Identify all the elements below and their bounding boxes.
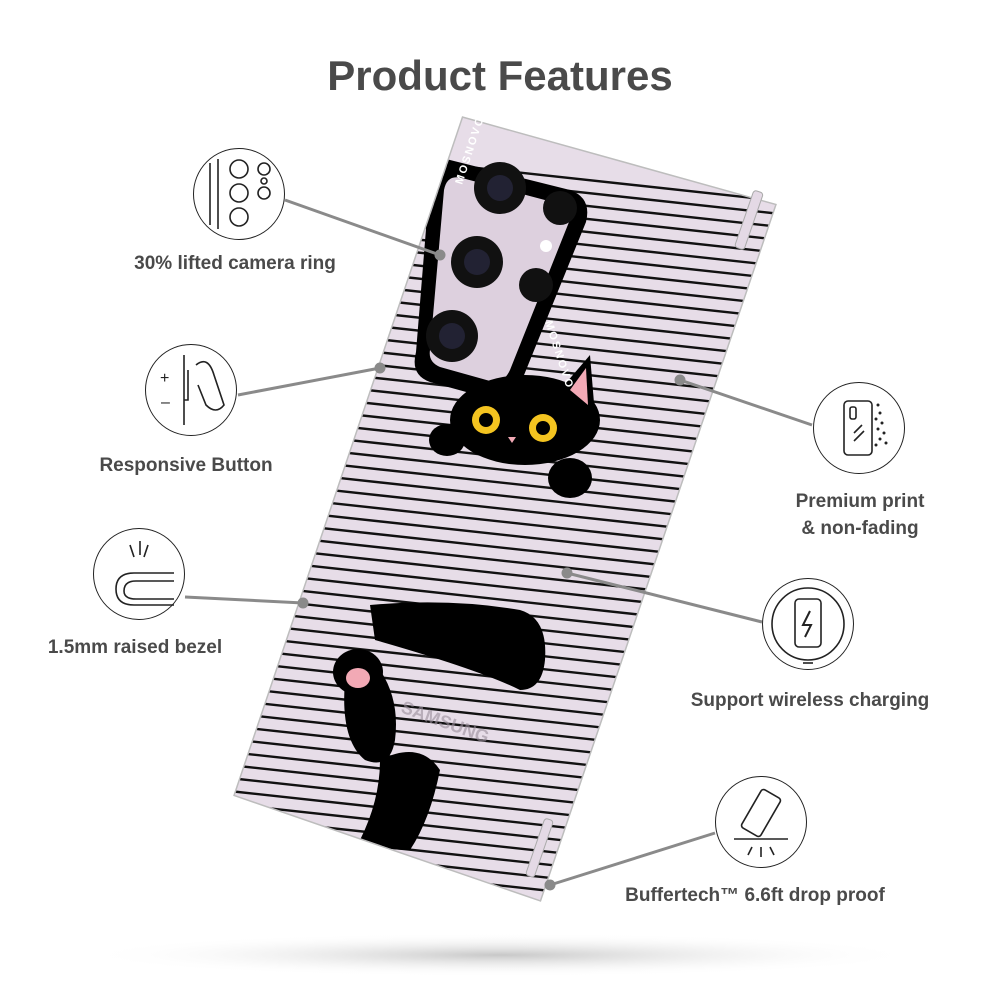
feature-label-drop: Buffertech™ 6.6ft drop proof: [625, 885, 885, 906]
feature-label-print-2: & non-fading: [801, 518, 919, 539]
feature-label-print-1: Premium print: [795, 491, 925, 512]
camera-ring-icon: [193, 148, 285, 240]
feature-label-wireless: Support wireless charging: [690, 690, 930, 711]
wireless-charging-icon: [762, 578, 854, 670]
case-side-button: [525, 818, 554, 878]
premium-print-icon: [813, 382, 905, 474]
drop-proof-icon: [715, 776, 807, 868]
svg-text:+: +: [160, 370, 169, 387]
svg-text:–: –: [161, 394, 170, 411]
raised-bezel-icon: [93, 528, 185, 620]
feature-label-button: Responsive Button: [99, 455, 273, 476]
floor-shadow: [80, 933, 920, 977]
feature-label-bezel: 1.5mm raised bezel: [47, 637, 223, 658]
button-press-icon: + –: [145, 344, 237, 436]
case-side-bumper: [734, 190, 764, 250]
page-title: Product Features: [327, 52, 673, 99]
feature-label-camera: 30% lifted camera ring: [134, 253, 336, 274]
